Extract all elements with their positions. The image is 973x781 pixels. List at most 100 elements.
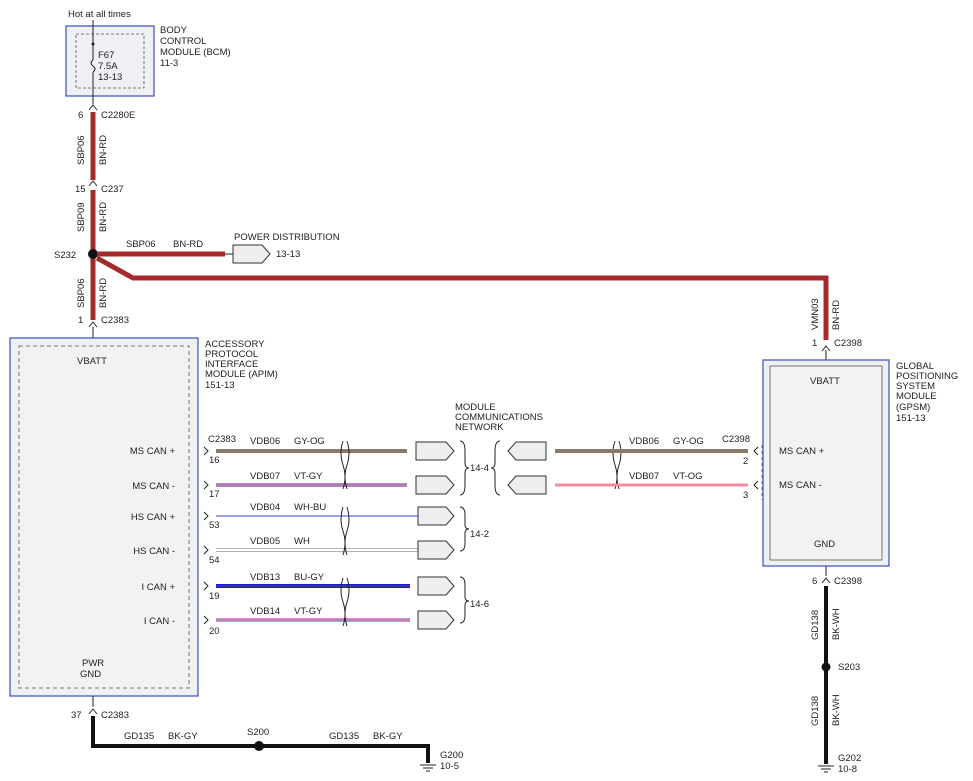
apim-row-i-can-plus: I CAN + 19 VDB13 BU-GY: [141, 572, 410, 602]
connector-c2280e-icon: [88, 104, 98, 111]
apim-pin-arrow-icon: [203, 545, 209, 555]
apim-pin-arrow-icon: [203, 615, 209, 625]
apim-pin-arrow-icon: [203, 511, 209, 521]
bcm-title-2: CONTROL: [160, 36, 206, 47]
apim-pin-label: HS CAN +: [131, 512, 176, 523]
fuse-symbol: [90, 59, 96, 73]
wire-pd-color: BN-RD: [173, 239, 203, 250]
gpsm-title-4: MODULE: [896, 391, 937, 402]
network-ref-ms: 14-4: [470, 463, 489, 474]
network-arrow-icon: [417, 540, 455, 560]
ground-g202-icon: [818, 765, 834, 773]
apim-circuit: VDB13: [250, 572, 280, 583]
bcm-ref: 11-3: [160, 58, 178, 69]
gpsm-inner-box: [769, 365, 883, 561]
brace-icon: [490, 440, 501, 496]
network-title-3: NETWORK: [455, 422, 504, 433]
apim-gnd-label: GND: [80, 669, 101, 680]
apim-title-2: PROTOCOL: [205, 349, 258, 360]
splice-s232: [88, 249, 98, 259]
apim-gnd-pin: 37: [71, 710, 82, 721]
connector-c237-icon: [88, 180, 98, 187]
wire-gd138-label-2: GD138: [810, 696, 821, 726]
twist-marker-icon: [344, 577, 350, 627]
apim-wire-color: WH-BU: [294, 502, 326, 513]
wire-bnrd-label: BN-RD: [98, 135, 109, 165]
connector-c2383-vbatt-icon: [88, 321, 98, 328]
gpsm-gnd-connector: C2398: [834, 576, 862, 587]
apim-pin-label: HS CAN -: [133, 546, 175, 557]
apim-vbatt-label: VBATT: [77, 356, 107, 367]
apim-wire-color: VT-GY: [294, 606, 323, 617]
network-arrow-icon: [417, 506, 455, 526]
apim-row-hs-can-minus: HS CAN - 54 VDB05 WH: [133, 536, 418, 566]
gpsm-wire-color-2: VT-OG: [673, 471, 703, 482]
fuse-rating: 7.5A: [98, 61, 118, 72]
apim-wire-color: WH: [294, 536, 310, 547]
twisted-pair-markers: [340, 440, 622, 627]
wire-to-gpsm-vbatt: [95, 255, 829, 340]
gpsm-pin-arrow-icon: [753, 446, 759, 456]
splice-s203-label: S203: [838, 662, 860, 673]
gpsm-title-1: GLOBAL: [896, 361, 934, 372]
apim-row-hs-can-plus: HS CAN + 53 VDB04 WH-BU: [131, 502, 418, 531]
gpsm-pin-label-1: MS CAN +: [779, 446, 825, 457]
apim-row-i-can-minus: I CAN - 20 VDB14 VT-GY: [144, 606, 410, 637]
apim-wire-color: VT-GY: [294, 471, 323, 482]
apim-vbatt-connector: C2383: [101, 315, 129, 326]
twist-marker-icon: [340, 577, 346, 627]
apim-circuit: VDB07: [250, 471, 280, 482]
wire-gd138-color: BK-WH: [831, 608, 842, 640]
apim-circuit: VDB04: [250, 502, 280, 513]
apim-pin-number: 20: [209, 626, 220, 637]
apim-can-connector: C2383: [208, 434, 236, 445]
gpsm-circuit-1: VDB06: [629, 436, 659, 447]
power-distribution-ref: 13-13: [276, 249, 300, 260]
network-arrow-icon: [507, 475, 547, 495]
bcm-title-1: BODY: [160, 25, 188, 36]
apim-pin-label: I CAN +: [141, 582, 175, 593]
apim-gnd-connector: C2383: [101, 710, 129, 721]
apim-pin-number: 16: [209, 455, 220, 466]
apim-pin-arrow-icon: [203, 480, 209, 490]
gpsm-vbatt-pin: 1: [812, 338, 817, 349]
power-distribution-arrow-icon: [232, 244, 271, 264]
fuse-name: F67: [98, 50, 114, 61]
gpsm-pin-arrow-icon: [753, 480, 759, 490]
ground-g202-ref: 10-8: [838, 764, 857, 775]
apim-pwr-label: PWR: [82, 658, 104, 669]
wire-pd-circuit: SBP06: [126, 239, 156, 250]
gpsm-title-2: POSITIONING: [896, 371, 958, 382]
wire-gd135-color-2: BK-GY: [373, 731, 403, 742]
apim-pin-label: MS CAN -: [132, 481, 175, 492]
network-arrow-icon: [415, 475, 455, 495]
wire-vmn03-color: BN-RD: [831, 300, 842, 330]
apim-wire-color: GY-OG: [294, 436, 325, 447]
apim-circuit: VDB06: [250, 436, 280, 447]
ground-g202-label: G202: [838, 753, 861, 764]
apim-title-1: ACCESSORY: [205, 339, 265, 350]
network-title-2: COMMUNICATIONS: [455, 412, 543, 423]
twist-marker-icon: [616, 440, 622, 490]
brace-icon: [459, 506, 470, 552]
bcm-connector: C2280E: [101, 110, 135, 121]
c237-connector: C237: [101, 184, 124, 195]
apim-row-ms-can-minus: MS CAN - 17 VDB07 VT-GY: [132, 471, 407, 500]
ground-g200-label: G200: [440, 750, 463, 761]
gpsm-wire-color-1: GY-OG: [673, 436, 704, 447]
gpsm-title-5: (GPSM): [896, 402, 930, 413]
network-braces: [459, 440, 501, 624]
apim-pin-number: 19: [209, 591, 220, 602]
wire-bnrd-label-2: BN-RD: [98, 202, 109, 232]
ground-g200-ref: 10-5: [440, 761, 459, 772]
network-arrow-icon: [415, 441, 455, 461]
wire-vmn03-label: VMN03: [810, 298, 821, 330]
gpsm-ref: 151-13: [896, 413, 926, 424]
bcm-title-3: MODULE (BCM): [160, 47, 231, 58]
twist-marker-icon: [344, 506, 350, 556]
apim-pin-arrow-icon: [203, 446, 209, 456]
gpsm-circuit-2: VDB07: [629, 471, 659, 482]
apim-ref: 151-13: [205, 380, 235, 391]
ground-g200-icon: [420, 764, 436, 772]
gpsm-pin-2: 2: [743, 456, 748, 467]
